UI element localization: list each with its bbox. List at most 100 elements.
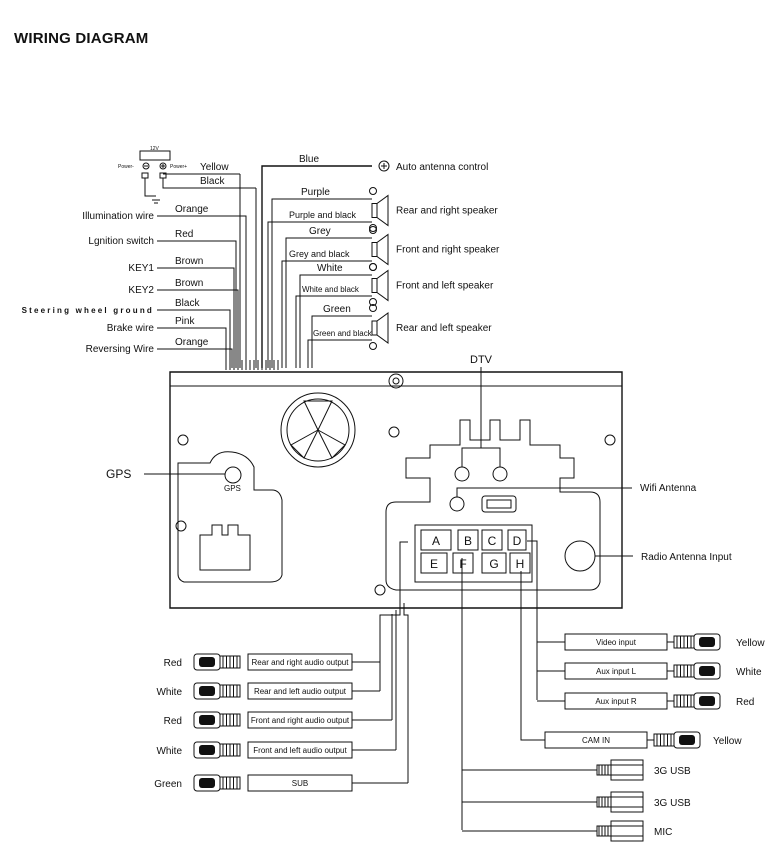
port-letter: E: [430, 557, 438, 571]
output-color: White: [156, 746, 182, 757]
left-output-5: Green SUB: [154, 774, 408, 792]
usb-label: MIC: [654, 827, 672, 838]
dtv-antenna: DTV: [461, 354, 501, 467]
head-unit: GPS: [169, 371, 623, 609]
radio-label: Radio Antenna Input: [641, 552, 732, 563]
port-letter: C: [488, 534, 497, 548]
port-letter: G: [489, 557, 498, 571]
usb-connector-3: MIC: [462, 820, 672, 842]
left-wire-color: Black: [175, 298, 200, 309]
port-f: F: [452, 552, 474, 574]
gps-port-label: GPS: [224, 484, 241, 493]
speaker-label: Front and left speaker: [396, 281, 494, 292]
diagram-title: WIRING DIAGRAM: [14, 30, 149, 47]
output-color: Green: [154, 779, 182, 790]
left-output-2: White Rear and left audio output: [156, 682, 380, 700]
output-color: Red: [164, 716, 182, 727]
cam-label: CAM IN: [582, 736, 610, 745]
gps-antenna: GPS: [106, 467, 225, 481]
port-letter: B: [464, 534, 472, 548]
port-h: H: [509, 552, 531, 574]
usb-label: 3G USB: [654, 798, 691, 809]
port-letter: A: [432, 534, 440, 548]
speaker-label: Rear and right speaker: [396, 206, 498, 217]
left-output-3: Red Front and right audio output: [164, 711, 392, 729]
port-d: D: [507, 529, 527, 551]
antenna-control-label: Auto antenna control: [396, 162, 488, 173]
wifi-label: Wifi Antenna: [640, 483, 697, 494]
usb-label: 3G USB: [654, 766, 691, 777]
left-wire-color: Orange: [175, 204, 209, 215]
input-color: Yellow: [736, 638, 765, 649]
output-label: Rear and left audio output: [254, 687, 347, 696]
right-input-1: Video input Yellow: [537, 633, 765, 651]
speaker-pos-color: Green: [323, 304, 351, 315]
usb-connectors: 3G USB 3G USB MIC: [462, 759, 691, 842]
output-color: Red: [164, 658, 182, 669]
cam-in: CAM IN Yellow: [544, 731, 742, 749]
speaker-label: Rear and left speaker: [396, 323, 492, 334]
battery-pos-label: Power+: [170, 164, 187, 170]
radio-antenna: Radio Antenna Input: [595, 552, 732, 563]
output-label: Front and right audio output: [251, 716, 350, 725]
input-color: White: [736, 667, 762, 678]
port-g: G: [481, 552, 507, 574]
speaker-neg-color: Green and black: [313, 329, 373, 338]
gps-label: GPS: [106, 467, 131, 481]
cam-color: Yellow: [713, 736, 742, 747]
left-wire-label: Brake wire: [107, 323, 155, 334]
left-wire-color: Yellow: [200, 162, 229, 173]
left-wire-color: Pink: [175, 316, 195, 327]
left-output-1: Red Rear and right audio output: [164, 653, 380, 671]
port-e: E: [420, 552, 448, 574]
port-b: B: [457, 529, 479, 551]
usb-connector-1: 3G USB: [462, 759, 691, 781]
left-wire-label: Illumination wire: [82, 211, 154, 222]
left-wire-color: Black: [200, 176, 225, 187]
speaker-label: Front and right speaker: [396, 245, 500, 256]
speaker-neg-color: Grey and black: [289, 249, 350, 259]
speaker-pos-color: White: [317, 263, 343, 274]
speaker-neg-color: Purple and black: [289, 210, 357, 220]
left-wire-label: KEY1: [128, 263, 154, 274]
input-label: Video input: [596, 638, 637, 647]
antenna-control: Blue Auto antenna control: [261, 154, 488, 368]
left-wire-2: Black: [200, 176, 257, 368]
input-color: Red: [736, 697, 754, 708]
antenna-wire-color: Blue: [299, 154, 319, 165]
left-wire-label: Reversing Wire: [86, 344, 155, 355]
output-label: Rear and right audio output: [252, 658, 350, 667]
output-color: White: [156, 687, 182, 698]
wifi-antenna: Wifi Antenna: [456, 483, 697, 497]
port-letter: F: [459, 557, 466, 571]
battery-neg-label: Power-: [118, 164, 134, 170]
left-wire-color: Brown: [175, 278, 203, 289]
output-label: SUB: [292, 779, 308, 788]
input-label: Aux input R: [595, 697, 637, 706]
left-wire-color: Orange: [175, 337, 209, 348]
port-a: A: [420, 529, 452, 551]
left-wire-color: Brown: [175, 256, 203, 267]
left-wire-label: Lgnition switch: [88, 236, 154, 247]
left-wire-color: Red: [175, 229, 193, 240]
right-input-3: Aux input R Red: [537, 692, 754, 710]
trunk-wires: [379, 540, 545, 830]
battery-symbol: 12V Power- Power+: [118, 146, 256, 204]
port-letter: D: [513, 534, 522, 548]
